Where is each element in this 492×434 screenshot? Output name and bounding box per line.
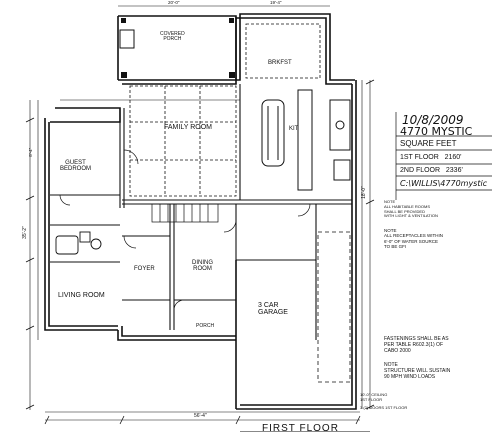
room-label-living-room: LIVING ROOM <box>58 292 105 299</box>
room-label-family-room: FAMILY ROOM <box>164 124 212 131</box>
room-label-guest-bedroom: GUEST BEDROOM <box>60 160 92 172</box>
kitchen-counters <box>297 89 351 191</box>
fireplace-icon <box>119 29 135 49</box>
ceiling-beams <box>129 23 321 197</box>
staircase <box>151 203 219 223</box>
room-label-covered-porch: COVERED PORCH <box>160 31 185 42</box>
room-label-garage: 3 CAR GARAGE <box>258 302 288 316</box>
note-wind: NOTE STRUCTURE WILL SUSTAIN 90 MPH WIND … <box>384 362 451 380</box>
title-sqft-label: SQUARE FEET <box>400 139 457 148</box>
title-project: 4770 MYSTIC <box>400 125 473 138</box>
door-swings <box>59 149 311 311</box>
dimension-ticks <box>25 79 375 425</box>
garage-doors <box>317 231 351 383</box>
note-doors: 3 (2) DOORS 1ST FLOOR <box>360 405 408 410</box>
title-file: C:\WILLIS\4770mystic <box>400 179 488 188</box>
kitchen-island <box>261 99 285 167</box>
room-label-kit: KIT <box>289 126 299 132</box>
room-label-porch: PORCH <box>196 323 215 329</box>
guest-bath <box>55 231 102 255</box>
dim-top-b: 19'-4" <box>270 0 282 5</box>
dim-overall-bottom: 56'-4" <box>194 413 207 419</box>
dim-left-b: 8'-4" <box>28 147 34 157</box>
dim-right-a: 18'-0" <box>360 186 367 199</box>
porch-columns <box>121 18 235 78</box>
dim-left-a: 35'-2" <box>21 226 28 239</box>
title-first-floor: 1ST FLOOR 2160' <box>400 154 462 161</box>
dimension-lines <box>29 5 371 421</box>
room-label-brkfst: BRKFST <box>268 60 292 66</box>
exterior-walls <box>44 13 357 410</box>
note-gfi: NOTE ALL RECEPTACLES WITHIN 6'-0" OF WAT… <box>384 228 444 250</box>
title-date: 10/8/2009 <box>402 113 464 127</box>
note-habitable: NOTE ALL HABITABLE ROOMS SHALL BE PROVID… <box>384 199 438 219</box>
title-second-floor: 2ND FLOOR 2336' <box>400 167 463 174</box>
title-block-lines <box>395 112 492 200</box>
note-ceiling: 10'-0" CEILING 1ST FLOOR <box>360 392 388 402</box>
sheet-title: FIRST FLOOR <box>262 423 339 434</box>
room-label-foyer: FOYER <box>134 266 155 272</box>
room-label-dining-room: DINING ROOM <box>192 260 213 272</box>
dim-top-a: 20'-0" <box>168 0 180 5</box>
note-fastenings: FASTENINGS SHALL BE AS PER TABLE R602.3(… <box>384 336 449 354</box>
